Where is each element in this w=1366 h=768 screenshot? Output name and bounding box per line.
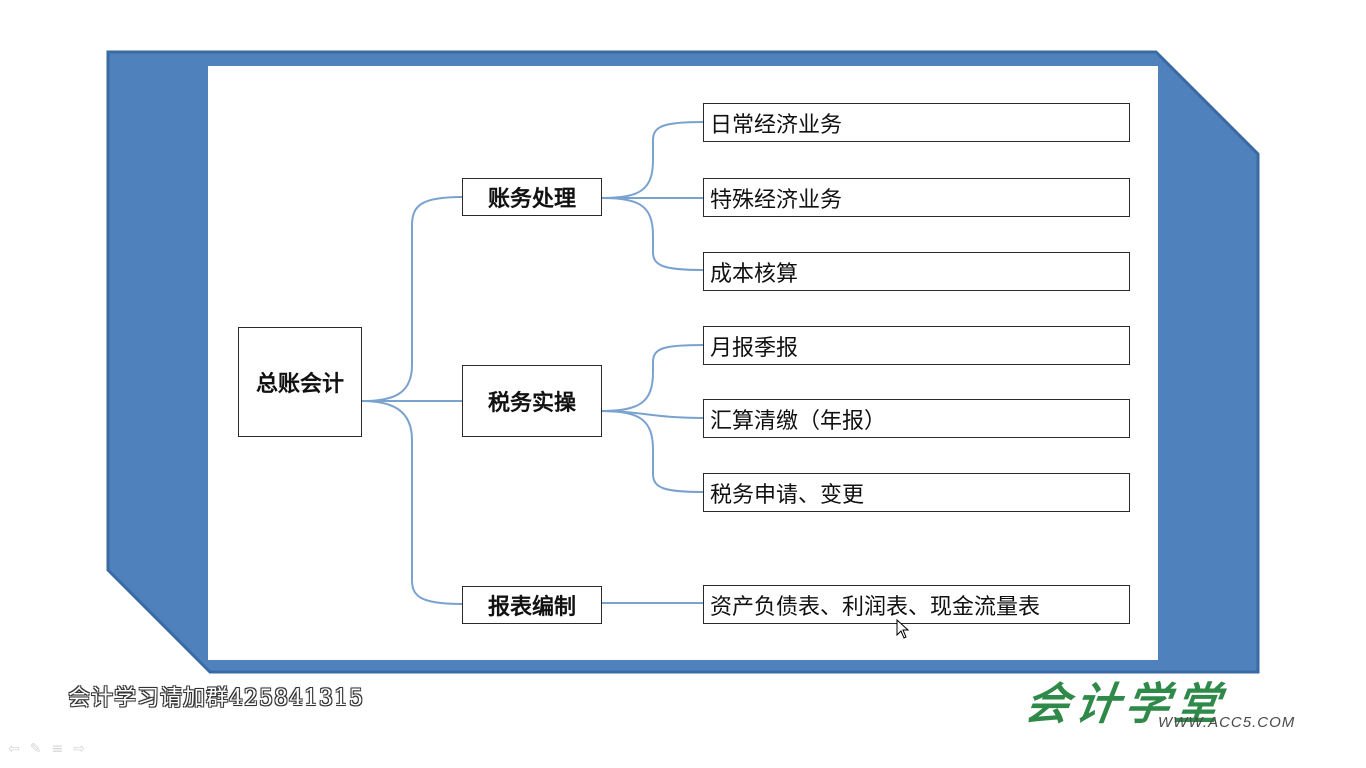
- leaf-node: 月报季报: [703, 326, 1130, 365]
- branch-node-3: 报表编制: [462, 586, 602, 624]
- menu-icon[interactable]: ≡: [51, 741, 64, 757]
- mouse-cursor-icon: [896, 619, 910, 639]
- branch-label: 账务处理: [487, 187, 576, 212]
- leaf-label: 税务申请、变更: [710, 482, 865, 508]
- leaf-label: 汇算清缴（年报）: [710, 408, 887, 434]
- leaf-label: 日常经济业务: [710, 112, 843, 138]
- leaf-node: 成本核算: [703, 252, 1130, 291]
- prev-icon[interactable]: ⇦: [8, 741, 20, 757]
- leaf-label: 资产负债表、利润表、现金流量表: [710, 594, 1041, 620]
- next-icon[interactable]: ⇨: [73, 741, 85, 757]
- brand-url: WWW.ACC5.COM: [1158, 714, 1296, 731]
- watermark-text: 会计学习请加群425841315: [68, 686, 364, 711]
- player-controls: ⇦ ✎ ≡ ⇨: [8, 741, 85, 757]
- root-node: 总账会计: [238, 327, 362, 437]
- leaf-node: 日常经济业务: [703, 103, 1130, 142]
- leaf-label: 月报季报: [710, 335, 799, 361]
- leaf-node: 资产负债表、利润表、现金流量表: [703, 585, 1130, 624]
- leaf-label: 成本核算: [710, 261, 799, 287]
- branch-label: 报表编制: [487, 595, 576, 620]
- brand-logo: 会计学堂 WWW.ACC5.COM: [1022, 668, 1326, 734]
- pen-icon[interactable]: ✎: [29, 741, 42, 757]
- branch-node-2: 税务实操: [462, 365, 602, 437]
- branch-label: 税务实操: [487, 391, 576, 416]
- leaf-node: 特殊经济业务: [703, 178, 1130, 217]
- leaf-label: 特殊经济业务: [710, 187, 843, 213]
- root-label: 总账会计: [255, 372, 344, 397]
- branch-node-1: 账务处理: [462, 178, 602, 216]
- leaf-node: 汇算清缴（年报）: [703, 399, 1130, 438]
- leaf-node: 税务申请、变更: [703, 473, 1130, 512]
